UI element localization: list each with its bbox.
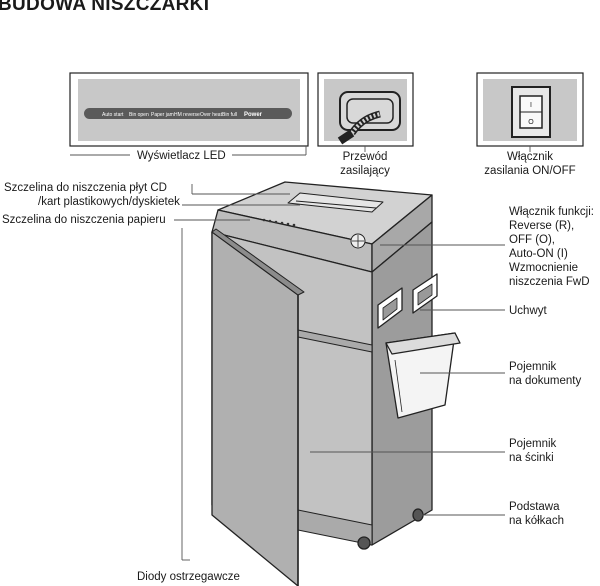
power-cord-label: Przewód zasilający: [340, 151, 390, 177]
led-item-label: HM reverse: [174, 112, 200, 118]
led-item-label: Bin full: [222, 112, 237, 118]
led-item-label: Over heat: [200, 112, 223, 118]
shredder-illustration: [211, 181, 461, 586]
paper-slot-label: Szczelina do niszczenia papieru: [2, 214, 166, 226]
page-title: BUDOWA NISZCZARKI: [0, 0, 210, 15]
power-switch-label: Włącznik zasilania ON/OFF: [484, 151, 576, 177]
switch-off-mark: O: [528, 119, 534, 126]
led-item-label: Bin open: [129, 112, 149, 118]
led-item-label: Paper jam: [151, 112, 174, 118]
power-cord-callout: [317, 72, 414, 147]
scrap-bin-label: Pojemnik na ścinki: [509, 438, 557, 464]
switch-on-mark: I: [530, 102, 532, 109]
led-item-label: Power: [244, 112, 263, 118]
led-display-label: Wyświetlacz LED: [137, 150, 226, 162]
document-bin-label: Pojemnik na dokumenty: [509, 361, 582, 387]
led-item-label: Auto start: [102, 112, 124, 118]
function-switch-label: Włącznik funkcji: Reverse (R), OFF (O), …: [509, 206, 594, 288]
cd-slot-label: Szczelina do niszczenia płyt CD /kart pl…: [4, 182, 180, 208]
warning-leds-label: Diody ostrzegawcze: [137, 571, 240, 583]
handle-label: Uchwyt: [509, 305, 547, 317]
base-wheels-label: Podstawa na kółkach: [509, 501, 564, 527]
power-switch-callout: I O: [476, 72, 584, 147]
leader-lines: [70, 146, 531, 561]
